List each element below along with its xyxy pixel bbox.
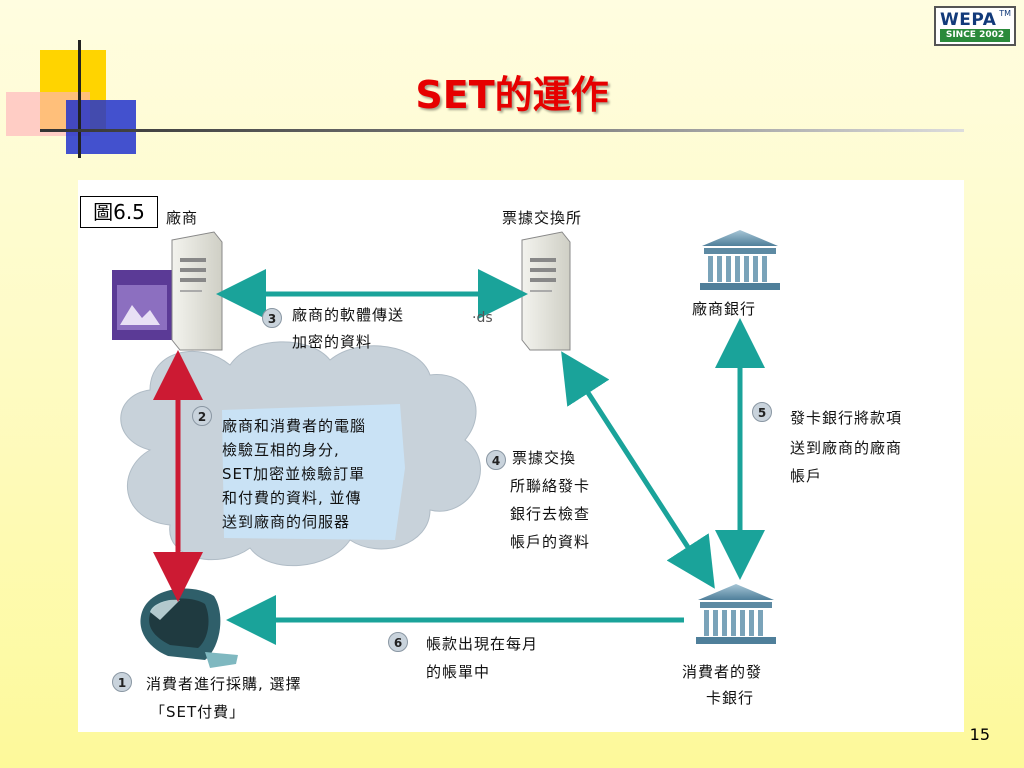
step-3-line-2: 加密的資料	[292, 333, 373, 351]
step-4-line-4: 帳戶的資料	[510, 533, 591, 551]
step-6-line-1: 帳款出現在每月	[426, 635, 539, 653]
step-badge-3: 3	[262, 308, 282, 328]
wepa-logo: WEPA TM SINCE 2002	[934, 6, 1016, 46]
node-label-consumer-bank-line2: 卡銀行	[706, 689, 755, 707]
step-4-line-1: 票據交換	[512, 449, 577, 467]
merchant-server-icon	[171, 231, 223, 351]
clearinghouse-server-icon	[521, 231, 571, 351]
node-label-clearinghouse: 票據交換所	[502, 209, 583, 227]
merchant-bank-icon	[700, 230, 780, 290]
figure-label: 圖6.5	[80, 196, 158, 228]
step-3-line-1: 廠商的軟體傳送	[292, 306, 405, 324]
step-2-line-2: 檢驗互相的身分,	[222, 441, 340, 459]
step-2-line-3: SET加密並檢驗訂單	[222, 465, 366, 483]
decor-blue-rect	[66, 100, 136, 154]
step-badge-1: 1	[112, 672, 132, 692]
arrow-step-4	[561, 351, 715, 589]
step-2-line-4: 和付費的資料, 並傳	[222, 489, 362, 507]
consumer-computer-icon	[140, 588, 238, 668]
step-4-line-2: 所聯絡發卡	[510, 477, 591, 495]
stray-fragment: ·ds	[472, 310, 493, 326]
slide-title: SET的運作	[415, 73, 609, 117]
step-badge-6: 6	[388, 632, 408, 652]
merchant-computer-icon	[112, 270, 174, 340]
logo-trademark: TM	[999, 9, 1011, 18]
step-5-line-3: 帳戶	[790, 467, 823, 485]
step-2-line-5: 送到廠商的伺服器	[222, 513, 351, 531]
step-4-line-3: 銀行去檢查	[510, 505, 591, 523]
step-2-line-1: 廠商和消費者的電腦	[222, 417, 367, 435]
consumer-bank-icon	[696, 584, 776, 644]
step-1-line-2: 「SET付費」	[150, 703, 246, 721]
step-1-line-1: 消費者進行採購, 選擇	[146, 675, 302, 693]
node-label-consumer-bank-line1: 消費者的發	[682, 663, 763, 681]
step-badge-4: 4	[486, 450, 506, 470]
step-2-textbox	[222, 404, 405, 540]
step-5-line-2: 送到廠商的廠商	[790, 439, 903, 457]
node-label-merchant-bank: 廠商銀行	[692, 300, 757, 318]
logo-since: SINCE 2002	[940, 29, 1010, 42]
decor-vertical-line	[78, 40, 81, 158]
page-number: 15	[969, 725, 990, 744]
step-5-line-1: 發卡銀行將款項	[790, 409, 903, 427]
step-badge-5: 5	[752, 402, 772, 422]
step-badge-2: 2	[192, 406, 212, 426]
logo-text: WEPA	[940, 10, 997, 30]
title-underline	[40, 129, 964, 132]
node-label-merchant: 廠商	[166, 209, 199, 227]
step-6-line-2: 的帳單中	[426, 663, 491, 681]
